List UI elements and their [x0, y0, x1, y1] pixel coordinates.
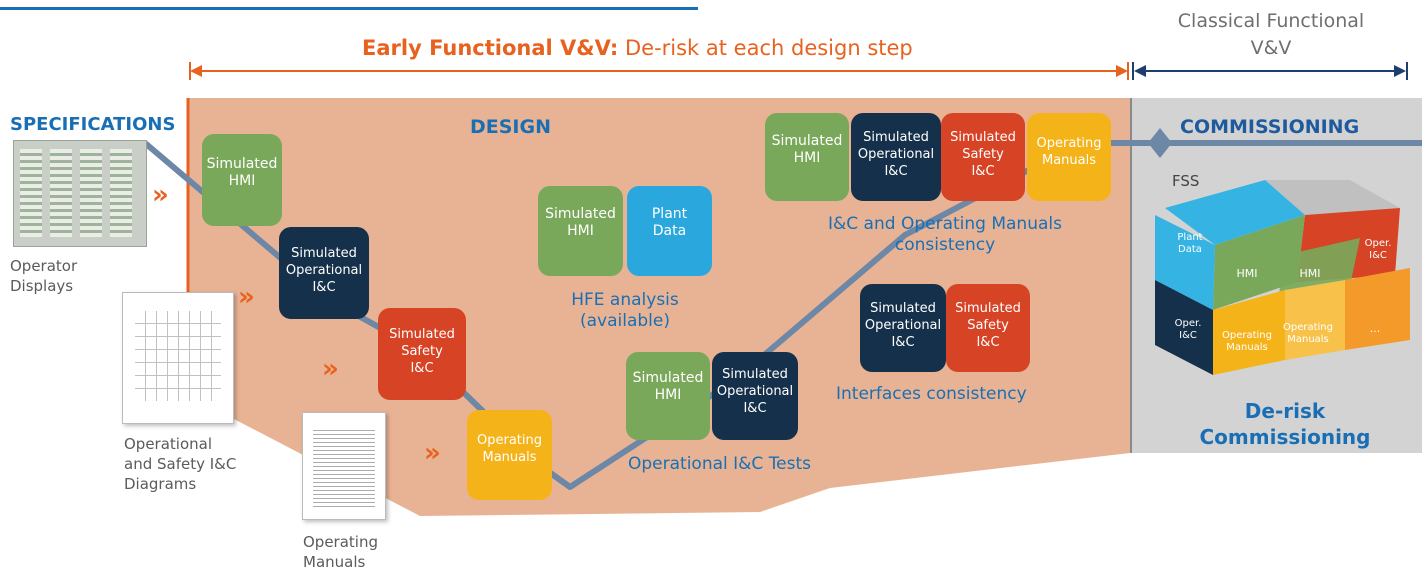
operator-displays-caption: Operator Displays: [10, 257, 78, 295]
cube-manuals-label-2: Operating Manuals: [1283, 322, 1333, 345]
cube-dots-label: ...: [1369, 322, 1381, 335]
consistency-safety-ic-piece: Simulated Safety I&C: [941, 113, 1025, 201]
v-hmi-piece: Simulated HMI: [202, 134, 282, 226]
cube-hmi-label-1: HMI: [1236, 267, 1258, 280]
interfaces-caption: Interfaces consistency: [836, 384, 1027, 404]
tests-caption: Operational I&C Tests: [628, 454, 812, 474]
consistency-operational-ic-piece: Simulated Operational I&C: [851, 113, 941, 201]
chevron-icon: »: [322, 354, 339, 384]
consistency-hmi-piece: Simulated HMI: [765, 113, 849, 201]
design-label: DESIGN: [470, 116, 552, 138]
fss-label: FSS: [1172, 172, 1200, 190]
classical-vv-title: Classical Functional V&V: [1177, 10, 1365, 59]
operator-display-image: [13, 140, 147, 247]
v-operational-ic-piece: Simulated Operational I&C: [279, 227, 369, 319]
diagram-document-image: [122, 292, 234, 424]
chevron-icon: »: [152, 180, 169, 210]
early-vv-title-rest: De-risk at each design step: [624, 36, 913, 60]
cube-hmi-label-2: HMI: [1299, 267, 1321, 280]
hfe-hmi-piece: Simulated HMI: [538, 186, 623, 276]
v-safety-ic-piece: Simulated Safety I&C: [378, 308, 466, 400]
early-vv-title: Early Functional V&V: De-risk at each de…: [362, 36, 913, 60]
consistency-caption: I&C and Operating Manuals consistency: [828, 214, 1062, 255]
cube-oper-ic-top-label: Oper. I&C: [1364, 238, 1392, 261]
commissioning-label: COMMISSIONING: [1180, 116, 1360, 138]
top-rule: [0, 7, 698, 10]
tests-hmi-piece: Simulated HMI: [626, 352, 710, 440]
interfaces-safety-ic-piece: Simulated Safety I&C: [946, 284, 1030, 372]
v-manuals-piece: Operating Manuals: [467, 410, 552, 500]
hfe-plant-data-piece: Plant Data: [627, 186, 712, 276]
operating-manuals-caption: Operating Manuals: [303, 533, 378, 571]
de-risk-commissioning-caption: De-risk Commissioning: [1199, 399, 1371, 449]
commissioning-cube: [1155, 180, 1410, 375]
cube-plant-data-label: Plant Data: [1177, 232, 1203, 255]
manuals-document-image: [302, 412, 386, 520]
diagrams-caption: Operational and Safety I&C Diagrams: [124, 435, 237, 493]
cube-oper-ic-left-label: Oper. I&C: [1174, 318, 1202, 341]
chevron-icon: »: [238, 282, 255, 312]
specifications-label: SPECIFICATIONS: [10, 114, 176, 135]
interfaces-operational-ic-piece: Simulated Operational I&C: [860, 284, 946, 372]
tests-operational-ic-piece: Simulated Operational I&C: [712, 352, 798, 440]
cube-manuals-label-1: Operating Manuals: [1222, 330, 1272, 353]
early-vv-title-bold: Early Functional V&V:: [362, 36, 619, 60]
consistency-manuals-piece: Operating Manuals: [1027, 113, 1111, 201]
hfe-caption: HFE analysis (available): [571, 290, 679, 331]
chevron-icon: »: [424, 438, 441, 468]
